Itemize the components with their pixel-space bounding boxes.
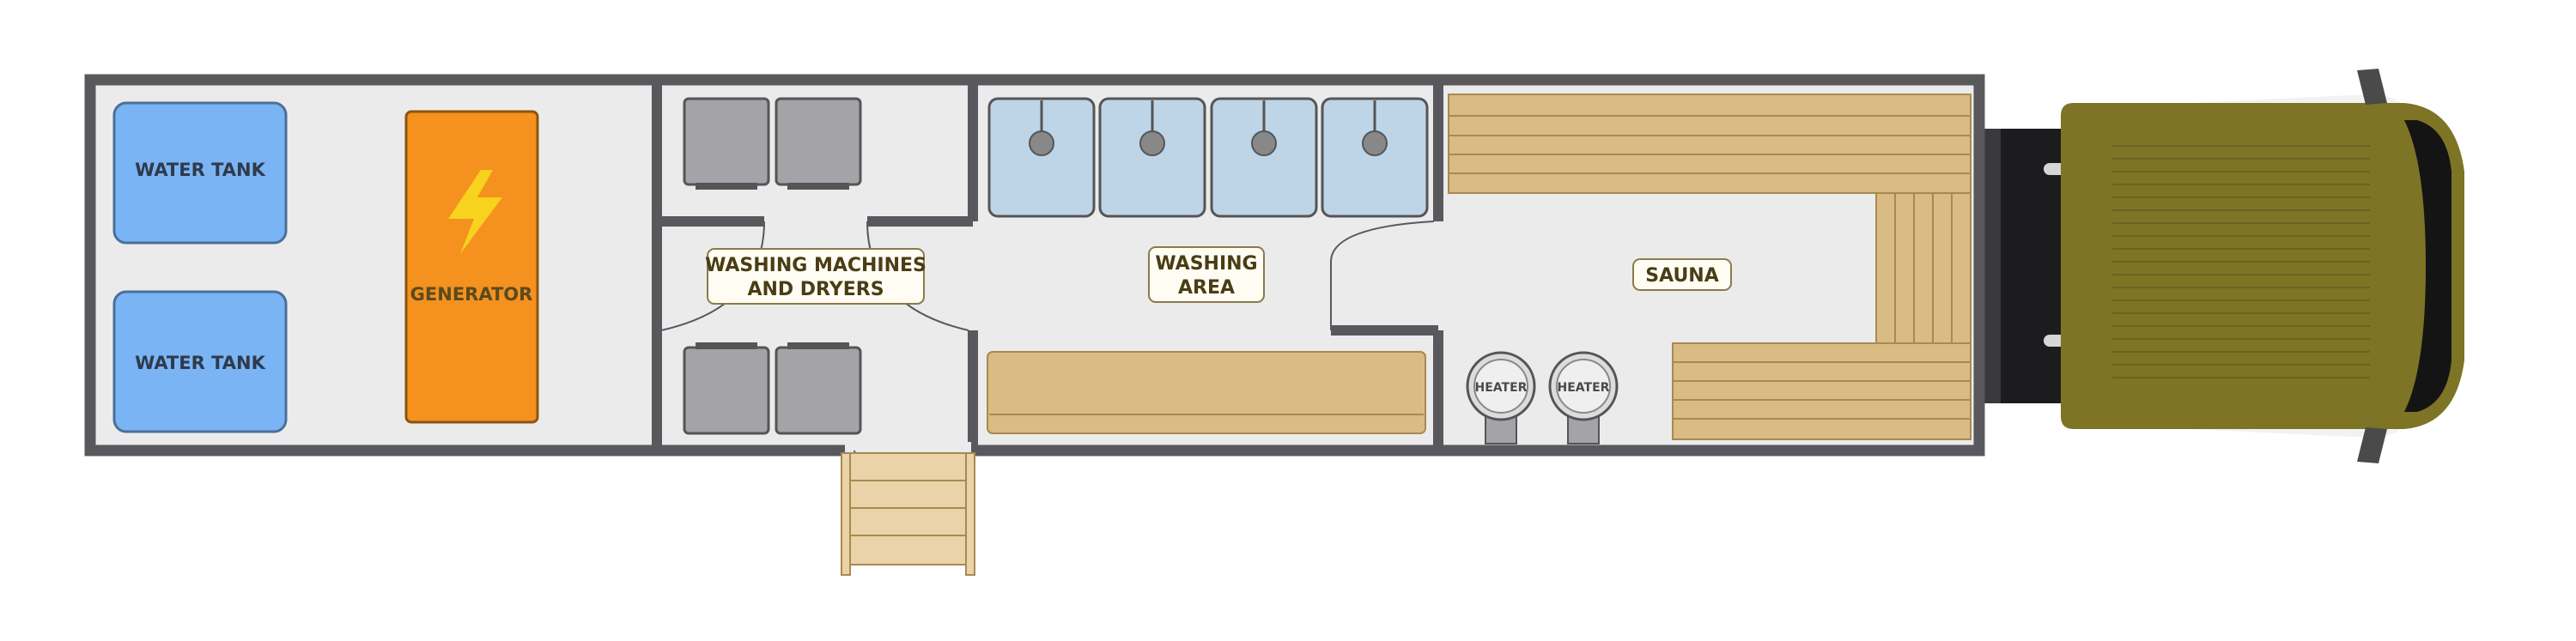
cab-body — [2061, 103, 2464, 429]
heater-right: HEATER — [1548, 351, 1619, 444]
heater-left-label: HEATER — [1475, 381, 1528, 395]
cab-ribbing — [2112, 145, 2370, 378]
sauna-label: SAUNA — [1632, 258, 1732, 291]
appliance-top-right — [775, 97, 862, 190]
water-tank-bottom: WATER TANK — [112, 290, 288, 433]
water-tank-bottom-label: WATER TANK — [135, 353, 266, 373]
water-tank-top: WATER TANK — [112, 101, 288, 245]
sauna-bench-top — [1448, 94, 1971, 194]
washing-area-label: WASHING AREA — [1148, 246, 1265, 303]
laundry-label-line2: AND DRYERS — [747, 279, 884, 300]
water-tank-top-label: WATER TANK — [135, 160, 266, 180]
washing-area-label-line2: AREA — [1178, 277, 1235, 299]
hitch-edge — [1984, 129, 2001, 403]
side-mirror-bottom — [2357, 427, 2387, 463]
laundry-appliances — [683, 97, 862, 435]
windshield — [2404, 120, 2451, 412]
truck-cab — [1975, 69, 2464, 463]
generator: GENERATOR — [404, 110, 539, 424]
sink-2 — [1098, 97, 1206, 218]
heater-left: HEATER — [1466, 351, 1536, 444]
sink-1 — [987, 97, 1096, 218]
washing-area-bench — [987, 351, 1426, 434]
appliance-top-left — [683, 97, 770, 190]
appliance-bottom-right — [775, 342, 862, 435]
entry-steps — [841, 452, 975, 576]
washing-area-label-line1: WASHING — [1155, 253, 1257, 275]
sauna-bench-side — [1875, 192, 1971, 344]
sauna-label-text: SAUNA — [1645, 265, 1719, 287]
heater-right-label: HEATER — [1558, 381, 1610, 395]
laundry-label: WASHING MACHINES AND DRYERS — [705, 248, 927, 305]
sinks — [987, 97, 1429, 218]
interior-walls — [652, 80, 1443, 451]
appliance-bottom-left — [683, 342, 770, 435]
sink-3 — [1210, 97, 1318, 218]
generator-label: GENERATOR — [410, 284, 533, 305]
side-mirror-top — [2357, 69, 2387, 105]
lightning-bolt-icon — [448, 170, 502, 254]
laundry-label-line1: WASHING MACHINES — [705, 255, 927, 276]
sink-4 — [1321, 97, 1429, 218]
sauna-bench-bottom — [1672, 342, 1971, 440]
